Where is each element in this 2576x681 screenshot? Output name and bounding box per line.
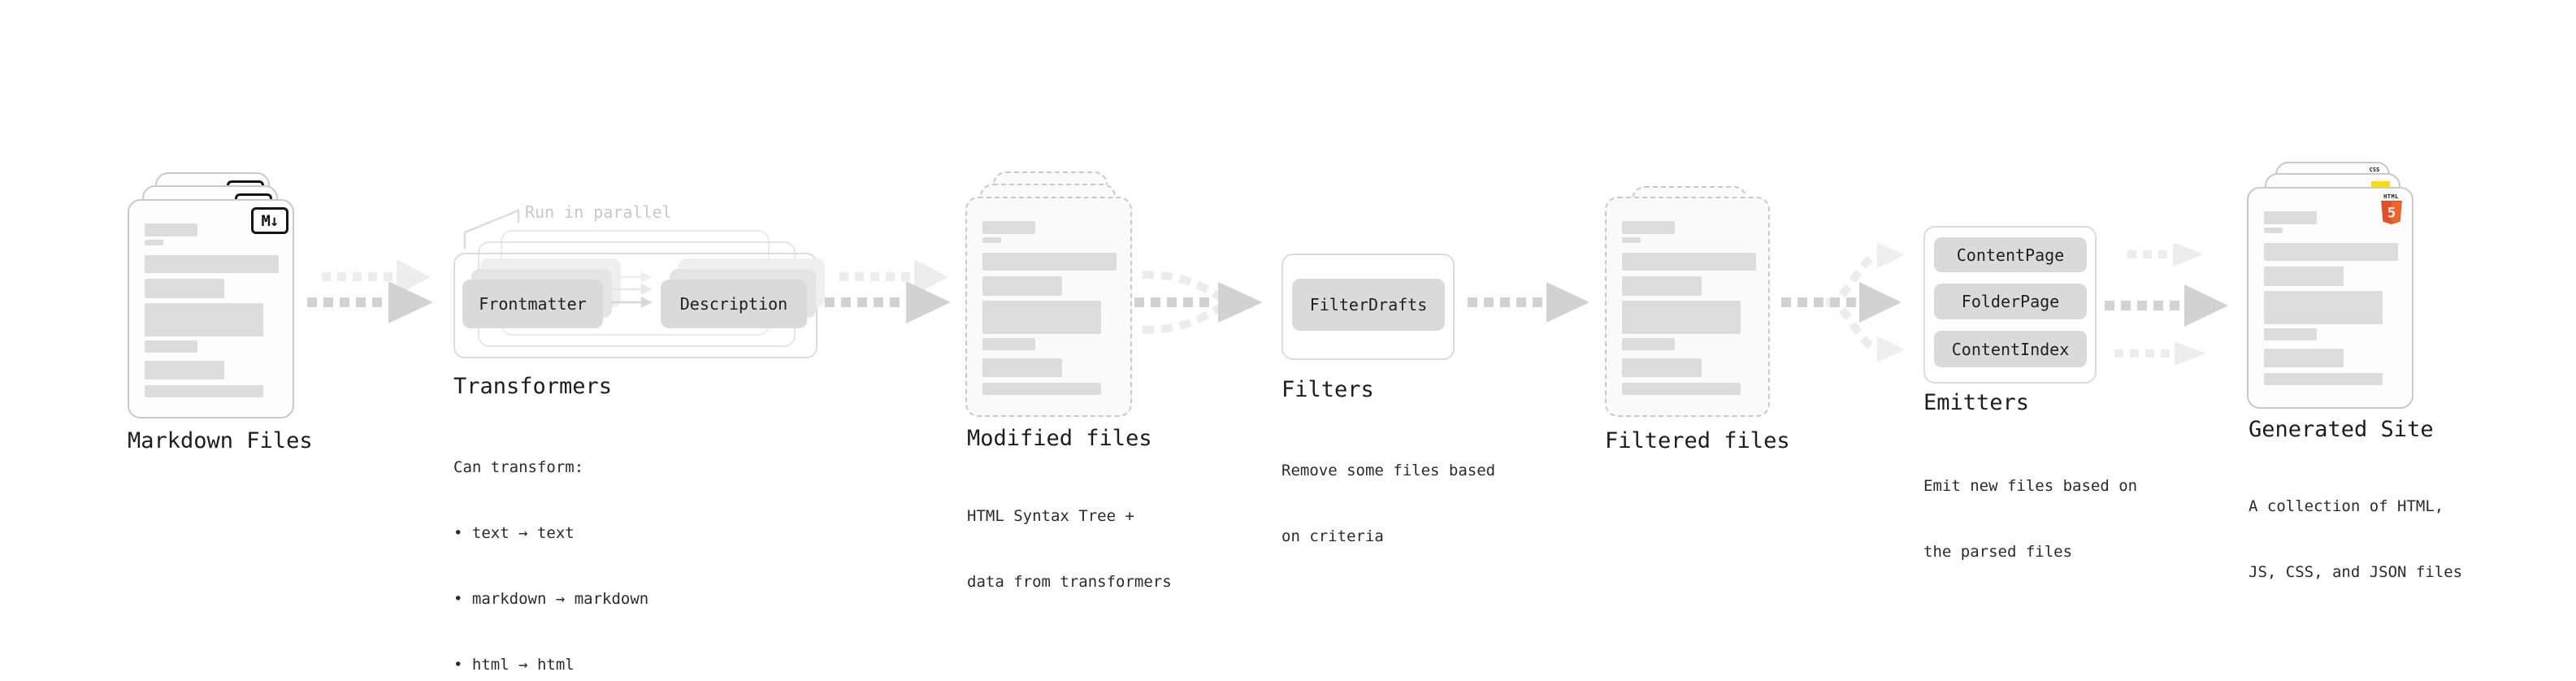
stage-title: Filters: [1281, 377, 1374, 402]
html5-logo-label: HTML: [2383, 193, 2399, 200]
text-line-bar: [1622, 383, 1741, 395]
svg-text:5: 5: [2387, 205, 2395, 221]
text-line-bar: [2264, 211, 2317, 224]
text-line-bar: [1622, 237, 1641, 243]
text-line-bar: [2264, 267, 2344, 286]
stage-title: Markdown Files: [128, 428, 313, 453]
body-line: A collection of HTML,: [2249, 497, 2444, 515]
text-line-bar: [1622, 338, 1675, 350]
emitters-group-box: [1923, 226, 2097, 384]
arrow-emitters-to-generated-icon: [2105, 244, 2228, 366]
body-line: HTML Syntax Tree +: [967, 507, 1134, 525]
arrow-filtered-to-emitters-icon: [1781, 242, 1905, 362]
arrow-filters-to-filtered-icon: [1468, 282, 1589, 323]
markdown-badge: M↓: [251, 207, 288, 234]
body-line: JS, CSS, and JSON files: [2249, 563, 2463, 581]
text-line-bar: [145, 255, 279, 273]
body-line: Can transform:: [453, 458, 584, 476]
stage-title: Transformers: [453, 374, 613, 399]
generated-file-card: HTML 5: [2247, 187, 2413, 409]
text-line-bar: [1622, 276, 1702, 296]
text-line-bar: [2264, 373, 2383, 385]
text-line-bar: [982, 237, 1001, 243]
text-line-bar: [145, 240, 163, 245]
body-bullet: • text → text: [453, 524, 575, 542]
text-line-bar: [982, 221, 1035, 234]
stage-description: Can transform: • text → text • markdown …: [453, 413, 648, 681]
text-line-bar: [982, 276, 1062, 296]
text-line-bar: [1622, 253, 1756, 271]
transformer-description-chip: Description: [661, 280, 807, 328]
arrow-modified-to-filters-icon: [1134, 271, 1263, 334]
text-line-bar: [145, 279, 224, 298]
text-line-bar: [1622, 358, 1702, 377]
filters-group-box: [1281, 254, 1455, 360]
text-line-bar: [2264, 243, 2398, 261]
text-line-bar: [2264, 228, 2283, 233]
transformer-frontmatter-chip: Frontmatter: [462, 280, 603, 328]
body-line: Remove some files based: [1281, 462, 1496, 479]
text-line-bar: [145, 223, 197, 236]
stage-description: A collection of HTML, JS, CSS, and JSON …: [2249, 452, 2462, 627]
emitter-contentpage-chip: ContentPage: [1934, 237, 2087, 272]
text-line-bar: [2264, 349, 2344, 367]
stage-title: Modified files: [967, 426, 1152, 451]
emitter-folderpage-chip: FolderPage: [1934, 284, 2087, 319]
text-line-bar: [1622, 301, 1741, 334]
text-line-bar: [982, 301, 1101, 334]
stage-title: Generated Site: [2249, 417, 2434, 442]
stage-title: Emitters: [1923, 390, 2030, 415]
stage-description: HTML Syntax Tree + data from transformer…: [967, 462, 1172, 637]
html5-logo: HTML 5: [2380, 193, 2402, 228]
markdown-file-card: M↓: [128, 199, 294, 419]
text-line-bar: [982, 358, 1062, 377]
text-line-bar: [2264, 328, 2317, 340]
text-line-bar: [1622, 221, 1675, 234]
modified-file-card: [965, 197, 1132, 417]
markdown-badge-label: M↓: [261, 211, 280, 230]
filtered-file-card: [1605, 197, 1770, 417]
arrow-transformers-to-modified-icon: [825, 259, 951, 323]
body-line: on criteria: [1281, 527, 1384, 545]
text-line-bar: [2264, 291, 2383, 324]
stage-title: Filtered files: [1605, 428, 1790, 453]
text-line-bar: [145, 361, 224, 380]
js-badge: [2371, 181, 2390, 190]
stage-description: Remove some files based on criteria: [1281, 416, 1495, 592]
body-line: the parsed files: [1923, 543, 2073, 561]
transformer-parallel-arrows-icon: [611, 272, 653, 309]
css-badge-label: CSS: [2369, 167, 2380, 173]
text-line-bar: [145, 340, 197, 353]
parallel-note-callout-icon: [463, 209, 520, 249]
body-line: data from transformers: [967, 573, 1172, 591]
stage-description: Emit new files based on the parsed files: [1923, 432, 2137, 607]
emitter-contentindex-chip: ContentIndex: [1934, 331, 2087, 367]
arrow-markdown-to-transformers-icon: [307, 259, 433, 323]
text-line-bar: [982, 253, 1117, 271]
body-line: Emit new files based on: [1923, 477, 2138, 495]
body-bullet: • markdown → markdown: [453, 590, 649, 608]
parallel-note: Run in parallel: [525, 202, 672, 222]
text-line-bar: [982, 383, 1101, 395]
text-line-bar: [982, 338, 1035, 350]
text-line-bar: [145, 303, 263, 336]
text-line-bar: [145, 385, 263, 397]
filter-drafts-chip: FilterDrafts: [1292, 279, 1445, 331]
body-bullet: • html → html: [453, 656, 575, 674]
html5-shield-icon: 5: [2380, 201, 2402, 224]
